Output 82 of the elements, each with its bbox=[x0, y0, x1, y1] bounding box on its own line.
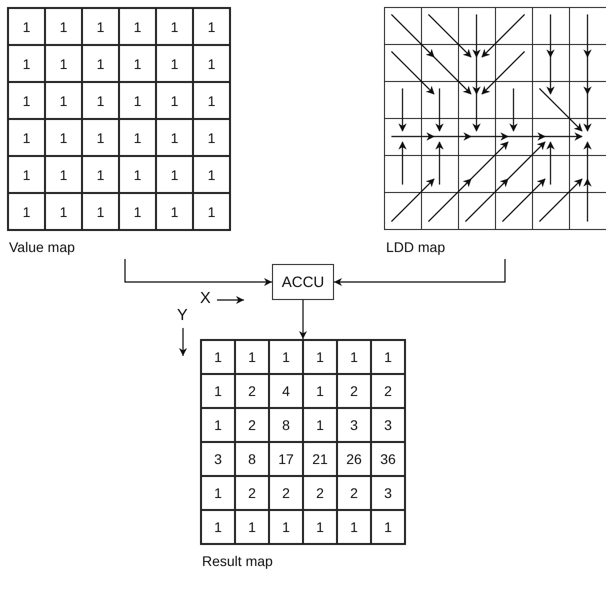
grid-value: 3 bbox=[201, 442, 235, 476]
operation-label: ACCU bbox=[282, 274, 324, 290]
grid-value: 1 bbox=[82, 82, 119, 119]
grid-value: 2 bbox=[303, 476, 337, 510]
map-caption: Result map bbox=[202, 553, 273, 569]
grid-value: 8 bbox=[235, 442, 269, 476]
grid-value: 1 bbox=[119, 45, 156, 82]
grid-value: 3 bbox=[371, 476, 405, 510]
grid-value: 1 bbox=[235, 340, 269, 374]
map-caption: LDD map bbox=[386, 239, 446, 255]
grid-value: 1 bbox=[201, 476, 235, 510]
grid-value: 1 bbox=[156, 82, 193, 119]
arrow bbox=[334, 259, 506, 286]
grid-value: 1 bbox=[8, 156, 45, 193]
grid-value: 1 bbox=[303, 408, 337, 442]
grid-value: 1 bbox=[45, 119, 82, 156]
process-box bbox=[272, 264, 334, 300]
grid-value: 4 bbox=[269, 374, 303, 408]
grid-value: 1 bbox=[8, 8, 45, 45]
grid-value: 1 bbox=[8, 193, 45, 230]
grid-value: 2 bbox=[235, 374, 269, 408]
grid-value: 2 bbox=[235, 408, 269, 442]
grid-value: 1 bbox=[119, 82, 156, 119]
map-caption: Value map bbox=[9, 239, 75, 255]
grid-value: 1 bbox=[45, 156, 82, 193]
grid-value: 1 bbox=[8, 119, 45, 156]
grid-value: 1 bbox=[82, 45, 119, 82]
grid-value: 1 bbox=[156, 193, 193, 230]
grid-value: 1 bbox=[82, 156, 119, 193]
grid-value: 2 bbox=[235, 476, 269, 510]
grid-value: 1 bbox=[156, 156, 193, 193]
grid-value: 1 bbox=[193, 193, 230, 230]
grid-value: 1 bbox=[269, 340, 303, 374]
grid-value: 3 bbox=[371, 408, 405, 442]
grid-value: 1 bbox=[156, 8, 193, 45]
grid-value: 1 bbox=[82, 119, 119, 156]
grid-value: 2 bbox=[269, 476, 303, 510]
arrow bbox=[124, 259, 272, 286]
grid-value: 1 bbox=[156, 45, 193, 82]
grid-value: 1 bbox=[303, 340, 337, 374]
grid-value: 1 bbox=[193, 119, 230, 156]
grid-value: 1 bbox=[235, 510, 269, 544]
grid-value: 1 bbox=[337, 340, 371, 374]
grid-value: 1 bbox=[201, 340, 235, 374]
axis-label: X bbox=[200, 290, 211, 308]
grid-value: 1 bbox=[303, 374, 337, 408]
grid-value: 26 bbox=[337, 442, 371, 476]
grid-value: 1 bbox=[119, 119, 156, 156]
grid-value: 1 bbox=[201, 374, 235, 408]
grid-value: 21 bbox=[303, 442, 337, 476]
grid-value: 1 bbox=[8, 45, 45, 82]
grid-value: 36 bbox=[371, 442, 405, 476]
grid-value: 17 bbox=[269, 442, 303, 476]
grid-value: 1 bbox=[119, 193, 156, 230]
grid-value: 3 bbox=[337, 408, 371, 442]
axis-label: Y bbox=[177, 307, 188, 325]
grid-value: 1 bbox=[45, 82, 82, 119]
grid-value: 1 bbox=[337, 510, 371, 544]
grid-value: 1 bbox=[269, 510, 303, 544]
grid-value: 1 bbox=[156, 119, 193, 156]
grid-value: 1 bbox=[303, 510, 337, 544]
grid-value: 1 bbox=[193, 156, 230, 193]
grid-value: 1 bbox=[371, 340, 405, 374]
grid-value: 1 bbox=[193, 8, 230, 45]
grid-value: 2 bbox=[371, 374, 405, 408]
grid-value: 1 bbox=[119, 8, 156, 45]
grid-value: 1 bbox=[8, 82, 45, 119]
grid-value: 1 bbox=[193, 45, 230, 82]
grid-value: 1 bbox=[193, 82, 230, 119]
grid-value: 1 bbox=[45, 8, 82, 45]
grid-value: 1 bbox=[82, 8, 119, 45]
grid-value: 1 bbox=[201, 408, 235, 442]
grid-value: 1 bbox=[119, 156, 156, 193]
grid-value: 1 bbox=[371, 510, 405, 544]
grid-value: 1 bbox=[82, 193, 119, 230]
grid-value: 8 bbox=[269, 408, 303, 442]
grid-value: 1 bbox=[45, 193, 82, 230]
grid-value: 2 bbox=[337, 374, 371, 408]
grid-value: 1 bbox=[201, 510, 235, 544]
grid-value: 1 bbox=[45, 45, 82, 82]
arrow bbox=[299, 300, 307, 339]
grid-value: 2 bbox=[337, 476, 371, 510]
